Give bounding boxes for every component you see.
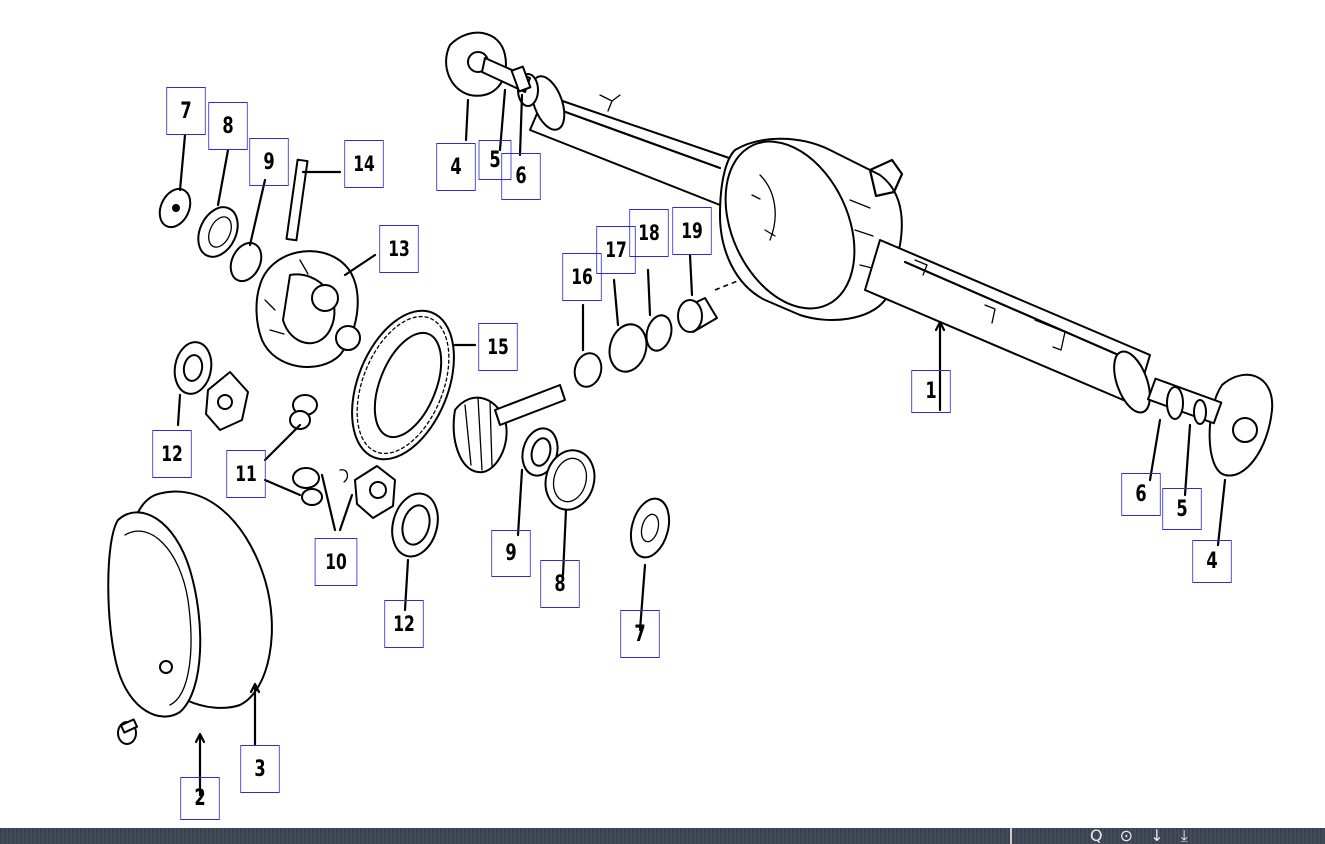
callout-part-12-bottom: 12	[384, 600, 424, 648]
callout-part-8-left: 8	[208, 102, 248, 150]
upper-left-bearings	[158, 187, 263, 283]
callout-part-18: 18	[629, 209, 669, 257]
spider-gears	[173, 341, 439, 558]
callout-part-8-bottom: 8	[540, 560, 580, 608]
callout-part-11: 11	[226, 450, 266, 498]
ring-gear	[351, 309, 455, 461]
callout-part-7-left: 7	[166, 87, 206, 135]
callout-part-17: 17	[596, 226, 636, 274]
leader-lines	[176, 88, 1227, 797]
right-axle-end-parts	[1147, 373, 1274, 477]
callout-part-6-top: 6	[501, 153, 541, 200]
callout-part-4-top: 4	[436, 143, 476, 191]
pinion-bearings	[521, 297, 718, 511]
callout-part-5-right: 5	[1162, 488, 1202, 530]
callout-part-3: 3	[240, 745, 280, 793]
callout-part-7-bottom: 7	[620, 610, 660, 658]
callout-part-16: 16	[562, 253, 602, 301]
callout-part-13: 13	[379, 225, 419, 273]
callout-part-19: 19	[672, 207, 712, 255]
differential-case	[255, 158, 361, 368]
differential-cover	[107, 490, 273, 745]
callout-part-10: 10	[314, 538, 358, 586]
callout-part-15: 15	[478, 323, 518, 371]
callout-part-9-bottom: 9	[491, 530, 531, 577]
callout-part-5-top: 5	[478, 140, 512, 180]
callout-part-14: 14	[344, 140, 384, 188]
left-axle-end-parts	[445, 31, 532, 97]
callout-part-12-left: 12	[152, 430, 192, 478]
callout-part-9-left: 9	[249, 138, 289, 186]
callout-part-1: 1	[911, 370, 951, 413]
toolbar-divider	[1010, 828, 1012, 844]
toolbar-icons[interactable]: Q ⊙ ↓ ⤓	[1090, 826, 1194, 844]
axle-housing	[517, 73, 1151, 414]
bottom-toolbar: Q ⊙ ↓ ⤓	[0, 826, 1325, 844]
companion-flange	[629, 497, 671, 559]
callout-part-2: 2	[180, 777, 220, 820]
pinion-gear	[452, 384, 566, 474]
callout-part-6-right: 6	[1121, 473, 1161, 516]
callout-part-4-right: 4	[1192, 540, 1232, 583]
